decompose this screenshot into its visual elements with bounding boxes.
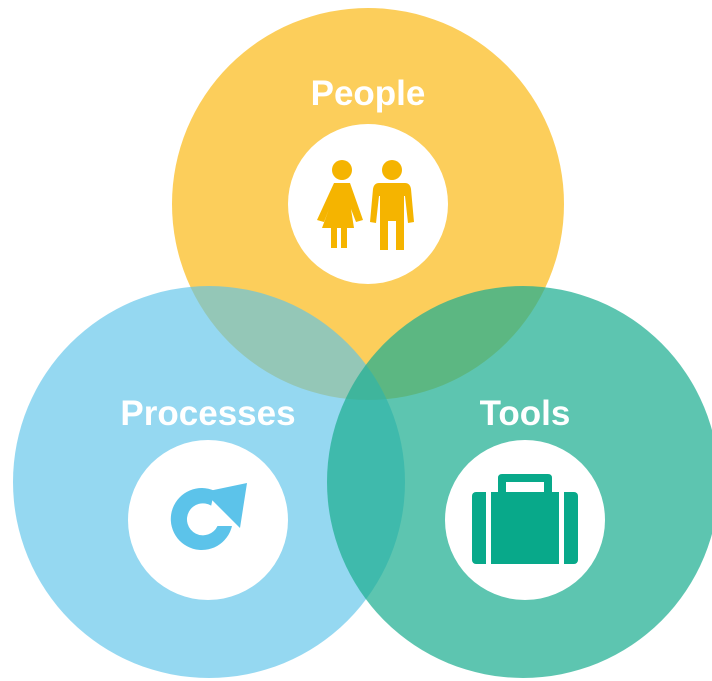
people-icon bbox=[317, 160, 414, 250]
people-icon-badge bbox=[288, 124, 448, 284]
tools-label: Tools bbox=[480, 394, 571, 433]
processes-label: Processes bbox=[120, 394, 295, 433]
people-section: People bbox=[288, 74, 448, 284]
people-label: People bbox=[311, 74, 426, 113]
toolbox-icon bbox=[472, 474, 578, 564]
tools-section: Tools bbox=[445, 394, 605, 600]
refresh-cycle-icon bbox=[170, 483, 247, 551]
toolbox-divider-right bbox=[559, 492, 564, 564]
processes-section: Processes bbox=[120, 394, 296, 600]
toolbox-divider-left bbox=[486, 492, 491, 564]
processes-icon-badge bbox=[128, 440, 288, 600]
